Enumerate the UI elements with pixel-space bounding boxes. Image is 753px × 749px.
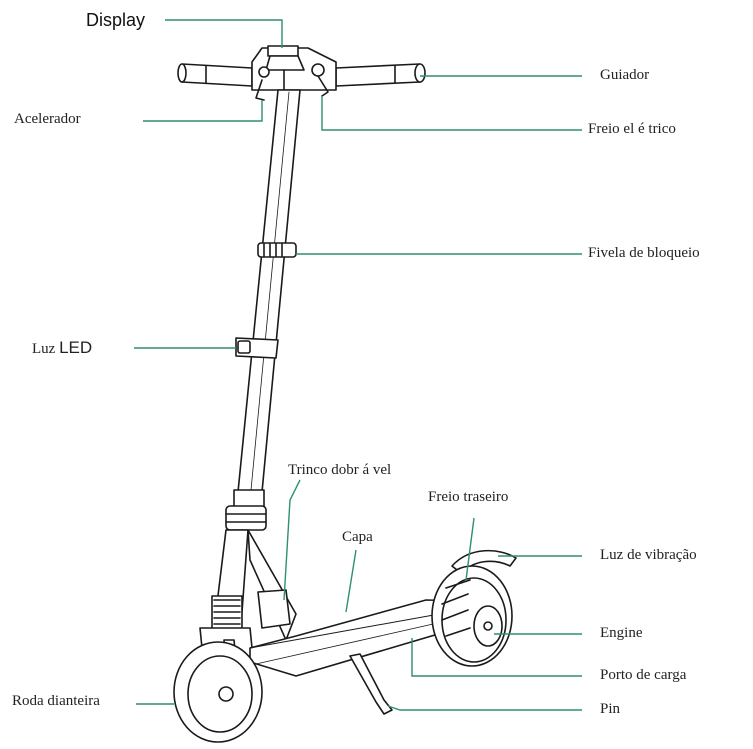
label-deck: Capa <box>342 529 373 545</box>
folding-joint <box>225 489 267 531</box>
label-vibration-light: Luz de vibração <box>600 547 697 563</box>
handlebar-grips <box>177 63 426 87</box>
label-kickstand: Pin <box>600 701 621 717</box>
label-led-light: Luz LED <box>32 339 92 357</box>
leader-kickstand <box>387 705 582 711</box>
label-charging-port: Porto de carga <box>600 667 687 683</box>
front-wheel <box>173 641 263 743</box>
leader-folding-latch <box>283 479 301 601</box>
label-lock-buckle: Fivela de bloqueio <box>588 245 700 261</box>
lock-buckle <box>257 242 297 258</box>
scooter-drawing <box>173 45 517 743</box>
throttle <box>255 79 265 101</box>
label-led-suffix: LED <box>59 338 93 357</box>
label-front-wheel: Roda dianteira <box>12 693 100 709</box>
label-accelerator: Acelerador <box>14 111 81 127</box>
brake-lever <box>317 75 329 97</box>
leader-accelerator <box>143 100 263 122</box>
label-electric-brake: Freio el é trico <box>588 121 676 137</box>
label-led-prefix: Luz <box>32 341 56 357</box>
leader-deck <box>345 549 357 613</box>
leader-lines <box>134 19 582 711</box>
leader-charging <box>411 638 582 677</box>
label-handlebar: Guiador <box>600 67 650 83</box>
label-folding-latch: Trinco dobr á vel <box>288 462 392 478</box>
label-rear-brake: Freio traseiro <box>428 489 509 505</box>
led-light <box>235 337 279 359</box>
leader-electric-brake <box>321 96 582 131</box>
stem-tube <box>237 89 301 493</box>
label-display: Display <box>86 10 146 30</box>
leader-display <box>165 19 283 48</box>
rear-wheel <box>431 565 513 667</box>
leader-rear-brake <box>465 517 475 581</box>
kickstand <box>349 653 393 715</box>
display-unit <box>251 45 337 91</box>
label-engine: Engine <box>600 625 643 641</box>
